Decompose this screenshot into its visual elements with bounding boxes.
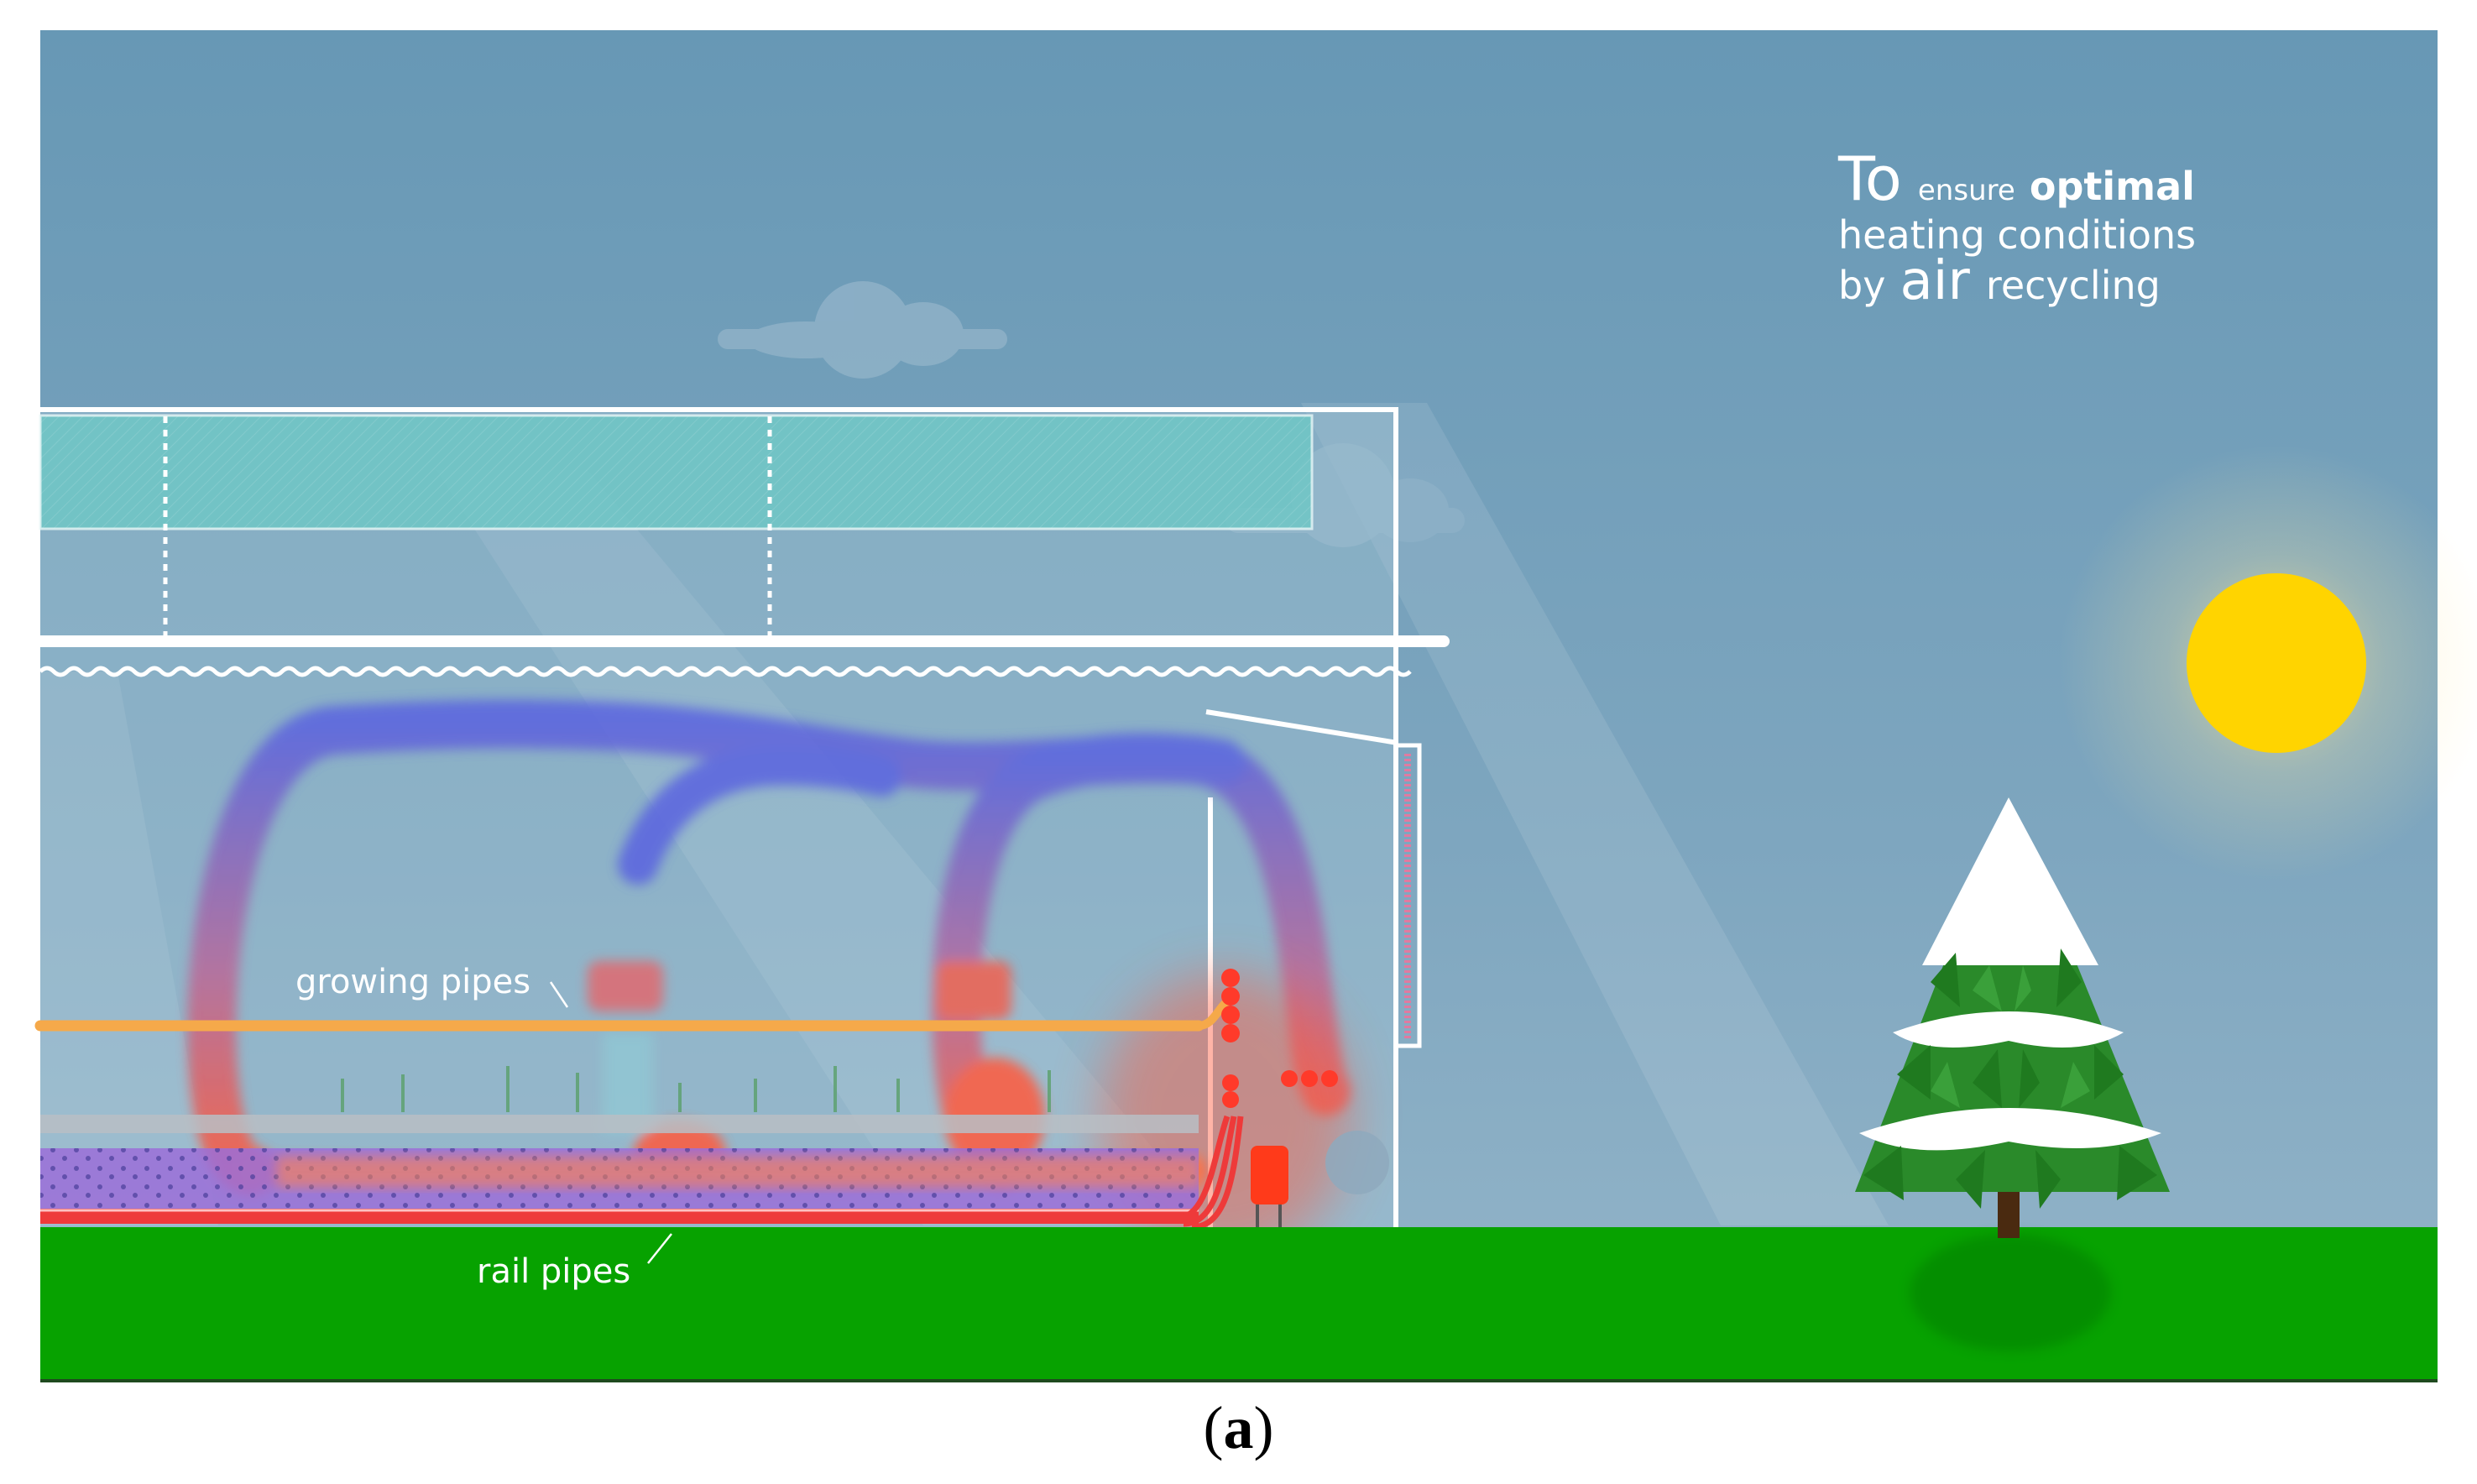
- headline-bold: optimal: [2030, 164, 2195, 209]
- headline-air: air: [1900, 250, 1971, 312]
- figure-caption: (a): [1203, 1394, 1274, 1461]
- crop-plants: [341, 1066, 1051, 1112]
- cloud-icon: [718, 281, 1007, 379]
- rail-pipes-label: rail pipes: [477, 1252, 630, 1291]
- light-beams: [40, 403, 1889, 1225]
- side-vent-panel: [1393, 743, 1422, 1048]
- headline: To ensure optimal heating conditions by …: [1837, 144, 2196, 312]
- headline-line2: heating conditions: [1838, 212, 2196, 258]
- energy-curtain: [39, 666, 1412, 677]
- growing-pipes-label: growing pipes: [295, 963, 530, 1001]
- rail-pipes-leader: [647, 1233, 672, 1264]
- growing-gutter: [40, 1115, 1199, 1133]
- snowy-tree-icon: [1855, 797, 2170, 1351]
- air-loop-large: [187, 699, 1351, 1195]
- heater-icon: [1251, 1070, 1338, 1227]
- headline-small: ensure: [1918, 174, 2015, 207]
- air-rise-mid: [936, 961, 1011, 1020]
- air-circulation: [187, 699, 1351, 1195]
- sun-icon: [2187, 573, 2366, 753]
- growing-pipes-leader: [549, 981, 569, 1008]
- growing-pipes: [34, 969, 1240, 1042]
- svg-text:To ensure optimal: To ensure optimal: [1837, 144, 2195, 214]
- svg-text:by air recycling: by air recycling: [1838, 250, 2161, 312]
- headline-recycling: recycling: [1986, 263, 2161, 308]
- headline-big: To: [1837, 144, 1902, 214]
- air-loop-upper: [618, 745, 901, 885]
- fan-icon: [1325, 1131, 1389, 1194]
- headline-by: by: [1838, 263, 1885, 308]
- rail-pipes: [40, 1074, 1244, 1231]
- air-rise-left: [588, 961, 663, 1011]
